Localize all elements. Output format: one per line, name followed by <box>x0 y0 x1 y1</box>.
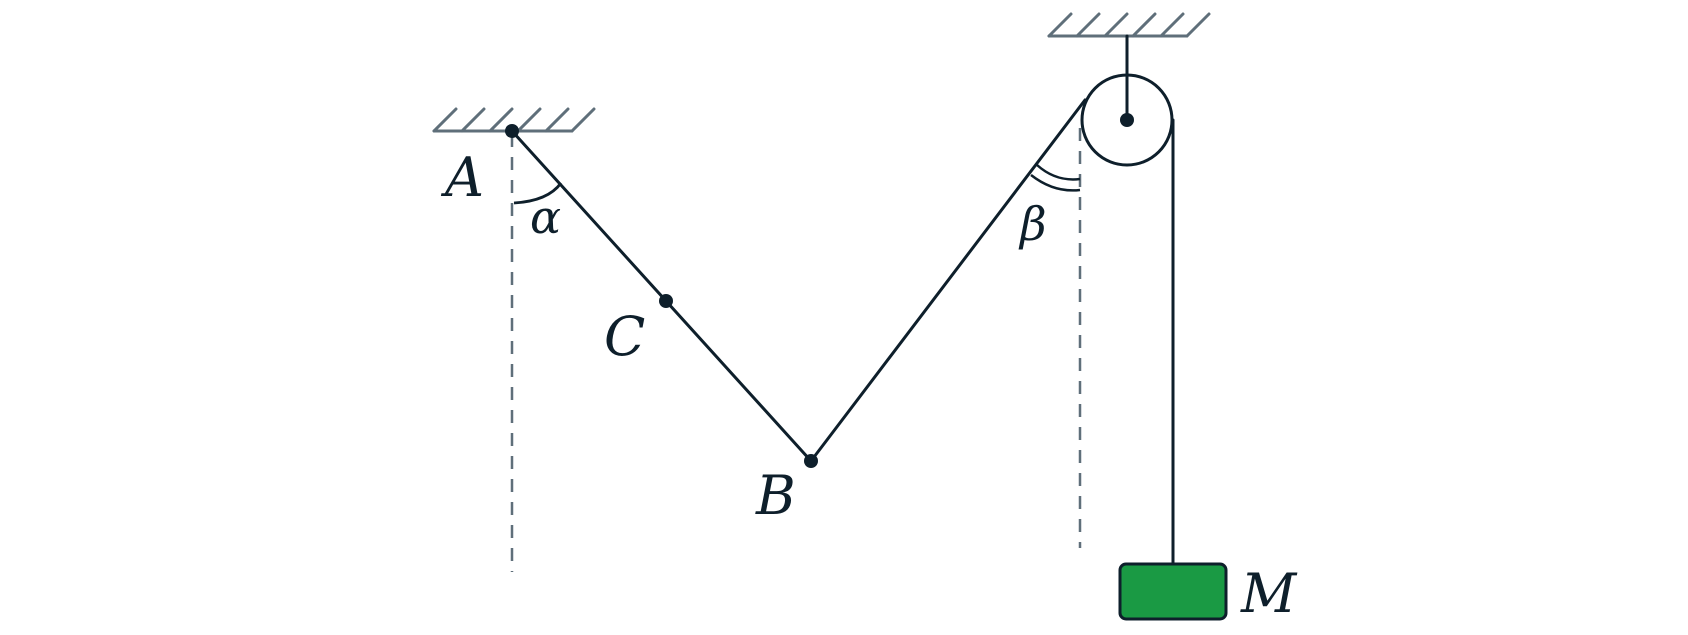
label-angle-alpha: α <box>530 190 561 244</box>
angle-beta-arc-inner <box>1036 164 1081 181</box>
point-a-dot <box>505 124 519 138</box>
mass-block <box>1118 562 1228 621</box>
point-b-dot <box>804 454 818 468</box>
pulley-wheel <box>1080 73 1174 167</box>
label-point-a: A <box>440 146 484 209</box>
left-ceiling-support <box>432 107 596 133</box>
point-c-dot <box>659 294 673 308</box>
label-point-b: B <box>755 464 796 527</box>
right-ceiling-support <box>1047 12 1211 38</box>
rope-segment-b-pulley <box>809 98 1087 463</box>
angle-alpha-arc <box>513 182 563 205</box>
label-point-c: C <box>604 305 645 368</box>
pulley-axle <box>1120 113 1134 127</box>
label-angle-beta: β <box>1018 197 1047 251</box>
pulley <box>1080 34 1174 167</box>
angle-beta-arc-outer <box>1030 174 1081 192</box>
label-mass: M <box>1240 562 1298 625</box>
